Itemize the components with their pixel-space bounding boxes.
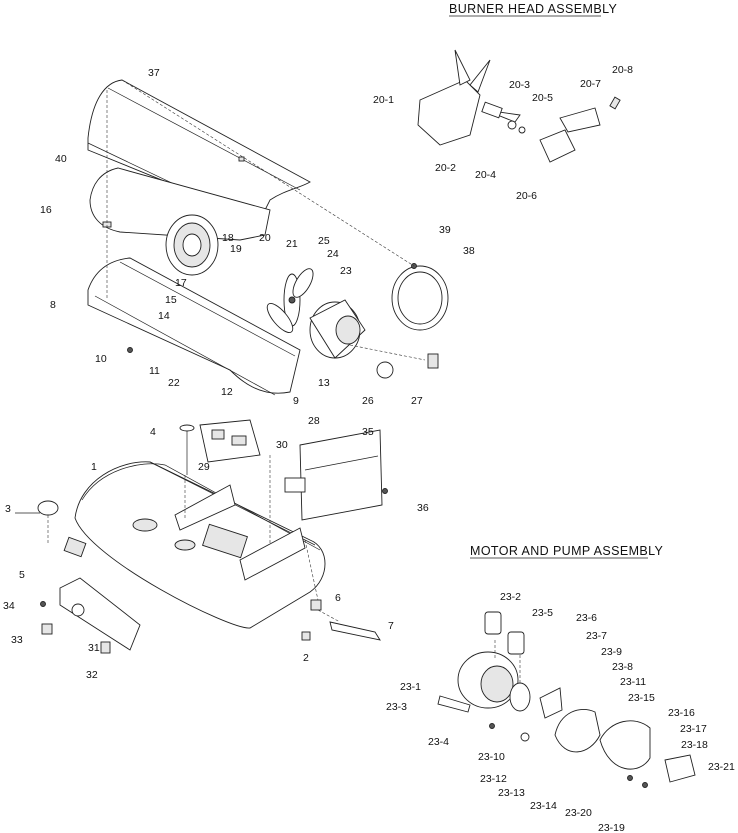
callout-label: 23-8 [612,661,633,673]
callout-label: 23-4 [428,736,449,748]
callout-label: 23-1 [400,681,421,693]
callout-label: 10 [95,353,107,365]
callout-label: 27 [411,395,423,407]
burner-head-assembly-title: BURNER HEAD ASSEMBLY [449,2,617,16]
control-board [199,419,261,463]
callout-label: 23-11 [620,676,646,688]
callout-label: 16 [40,204,52,216]
callout-label: 3 [5,503,11,515]
fuel-tank [74,461,326,629]
fan-blade [266,268,314,333]
callout-label: 11 [149,365,160,377]
callout-label: 23-3 [386,701,407,713]
lower-shell [87,257,301,396]
callout-label: 19 [230,243,242,255]
callout-label: 29 [198,461,210,473]
callout-label: 35 [362,426,374,438]
callout-label: 23-10 [478,751,505,763]
burner-head-parts [417,49,621,163]
callout-label: 20-2 [435,162,456,174]
leader-lines [47,79,426,623]
callout-label: 23-21 [708,761,735,773]
callout-label: 4 [150,426,156,438]
callout-label: 15 [165,294,177,306]
callout-label: 32 [86,669,98,681]
callout-label: 21 [286,238,298,250]
callout-label: 2 [303,652,309,664]
callout-label: 39 [439,224,451,236]
callout-label: 14 [158,310,170,322]
callout-label: 23-15 [628,692,655,704]
callout-label: 23-5 [532,607,553,619]
callout-label: 18 [222,232,234,244]
callout-labels: 1 2 3 4 5 6 7 8 9 10 11 12 13 14 15 16 1… [3,64,735,833]
callout-label: 23-18 [681,739,708,751]
callout-label: 6 [335,592,341,604]
callout-label: 26 [362,395,374,407]
callout-label: 36 [417,502,429,514]
callout-label: 20-4 [475,169,496,181]
callout-label: 23-9 [601,646,622,658]
callout-label: 23-17 [680,723,707,735]
callout-label: 20 [259,232,271,244]
callout-label: 30 [276,439,288,451]
fan-guard [391,265,449,331]
callout-label: 17 [175,277,187,289]
callout-label: 9 [293,395,299,407]
callout-label: 23-7 [586,630,607,642]
callout-label: 23-14 [530,800,557,812]
front-panel [59,577,141,651]
side-panel [299,429,383,521]
callout-label: 38 [463,245,475,257]
callout-label: 20-7 [580,78,601,90]
callout-label: 28 [308,415,320,427]
callout-label: 20-6 [516,190,537,202]
callout-label: 31 [88,642,100,654]
callout-label: 20-8 [612,64,633,76]
callout-label: 23-16 [668,707,695,719]
callout-label: 23-20 [565,807,592,819]
small-parts [15,263,439,654]
callout-label: 24 [327,248,339,260]
callout-label: 34 [3,600,15,612]
callout-label: 22 [168,377,180,389]
motor-pump-parts [437,611,696,788]
callout-label: 13 [318,377,330,389]
callout-label: 23-12 [480,773,507,785]
callout-label: 5 [19,569,25,581]
callout-label: 7 [388,620,394,632]
inner-liner [89,167,271,276]
callout-label: 37 [148,67,160,79]
callout-label: 23-13 [498,787,525,799]
callout-label: 23-6 [576,612,597,624]
callout-label: 12 [221,386,233,398]
callout-label: 1 [91,461,97,473]
callout-label: 25 [318,235,330,247]
callout-label: 23-2 [500,591,521,603]
callout-label: 20-3 [509,79,530,91]
motor-pump-assembly-title: MOTOR AND PUMP ASSEMBLY [470,544,664,558]
motor-assembly [309,299,366,359]
callout-label: 8 [50,299,56,311]
callout-label: 23 [340,265,352,277]
callout-label: 20-5 [532,92,553,104]
callout-label: 20-1 [373,94,394,106]
callout-label: 23-19 [598,822,625,833]
callout-label: 33 [11,634,23,646]
callout-label: 40 [55,153,67,165]
